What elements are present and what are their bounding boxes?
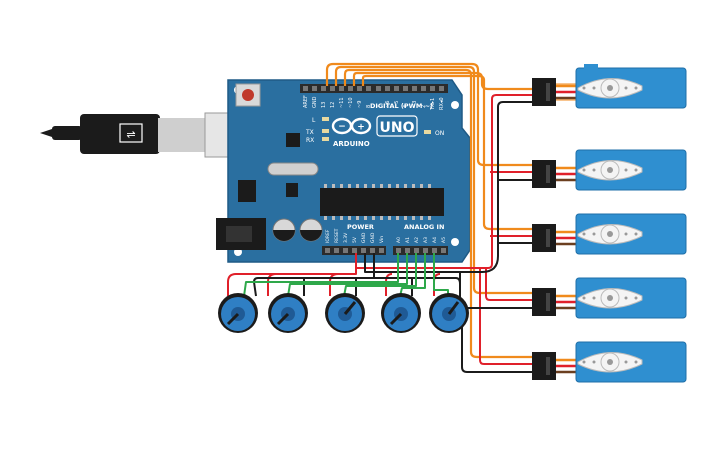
pin-label-7: 7 bbox=[376, 105, 382, 108]
pin-label-gnd: GND bbox=[312, 96, 318, 108]
pin-label-rx0: RX◂0 bbox=[439, 97, 445, 110]
svg-text:−: − bbox=[338, 122, 346, 132]
servo-3[interactable] bbox=[532, 213, 687, 255]
pin-label-3v3: 3.3V bbox=[343, 232, 349, 243]
svg-text:+: + bbox=[357, 123, 365, 133]
pin-label-a5: A5 bbox=[441, 237, 447, 243]
pin-label-gnd2: GND bbox=[370, 232, 376, 243]
servo-1[interactable] bbox=[532, 64, 687, 109]
servo-2[interactable] bbox=[532, 149, 687, 191]
pin-label-aref: AREF bbox=[303, 95, 309, 108]
potentiometer-4[interactable] bbox=[381, 293, 421, 333]
digital-label: DIGITAL (PWM ~) bbox=[370, 102, 433, 110]
reset-button[interactable] bbox=[242, 89, 254, 101]
arduino-board: AREF GND 13 12 ~11 ~10 ~9 8 7 ~6 ~5 4 ~3… bbox=[216, 79, 471, 263]
led-rx-label: RX bbox=[306, 137, 314, 144]
brand-label: ARDUINO bbox=[333, 140, 370, 148]
pin-label-5v: 5V bbox=[352, 236, 358, 243]
potentiometer-1[interactable] bbox=[218, 293, 258, 333]
potentiometer-2[interactable] bbox=[268, 293, 308, 333]
pin-label-3: ~3 bbox=[412, 101, 418, 108]
pin-label-tx1: TX▸1 bbox=[430, 98, 436, 111]
led-tx-label: TX bbox=[305, 129, 314, 136]
servo-5[interactable] bbox=[532, 341, 687, 383]
pin-label-gnd1: GND bbox=[361, 232, 367, 243]
pin-label-a2: A2 bbox=[414, 237, 420, 243]
analog-header[interactable] bbox=[393, 246, 448, 255]
pin-label-8: 8 bbox=[366, 105, 372, 108]
power-label: POWER bbox=[347, 223, 374, 231]
pin-label-13: 13 bbox=[321, 102, 327, 108]
pin-label-a3: A3 bbox=[423, 237, 429, 243]
pin-label-a0: A0 bbox=[396, 237, 402, 243]
model-label: UNO bbox=[380, 120, 415, 136]
servo-4[interactable] bbox=[532, 277, 687, 319]
pin-label-5: ~5 bbox=[394, 101, 400, 108]
pin-label-a1: A1 bbox=[405, 237, 411, 243]
pin-label-4: 4 bbox=[403, 105, 409, 108]
digital-header[interactable] bbox=[300, 84, 448, 93]
pin-label-reset: RESET bbox=[334, 228, 340, 243]
potentiometer-5[interactable] bbox=[429, 293, 469, 333]
signal-wires bbox=[325, 62, 534, 359]
pin-label-12: 12 bbox=[330, 102, 336, 108]
pin-label-vin: Vin bbox=[379, 236, 385, 243]
pin-label-10: ~10 bbox=[348, 97, 354, 108]
arduino-logo: − + bbox=[331, 117, 372, 135]
pin-label-6: ~6 bbox=[385, 101, 391, 108]
analog-label: ANALOG IN bbox=[404, 223, 444, 231]
led-on-label: ON bbox=[435, 130, 444, 137]
pin-label-2: 2 bbox=[421, 105, 427, 108]
usb-icon: ⇌ bbox=[126, 128, 135, 141]
pin-label-9: ~9 bbox=[357, 101, 363, 108]
potentiometer-3[interactable] bbox=[325, 293, 365, 333]
led-l-label: L bbox=[312, 117, 316, 124]
pin-label-a4: A4 bbox=[432, 237, 438, 243]
analog-wires bbox=[243, 253, 449, 297]
pin-label-11: ~11 bbox=[339, 97, 345, 108]
pin-label-ioref: IOREF bbox=[325, 229, 331, 243]
